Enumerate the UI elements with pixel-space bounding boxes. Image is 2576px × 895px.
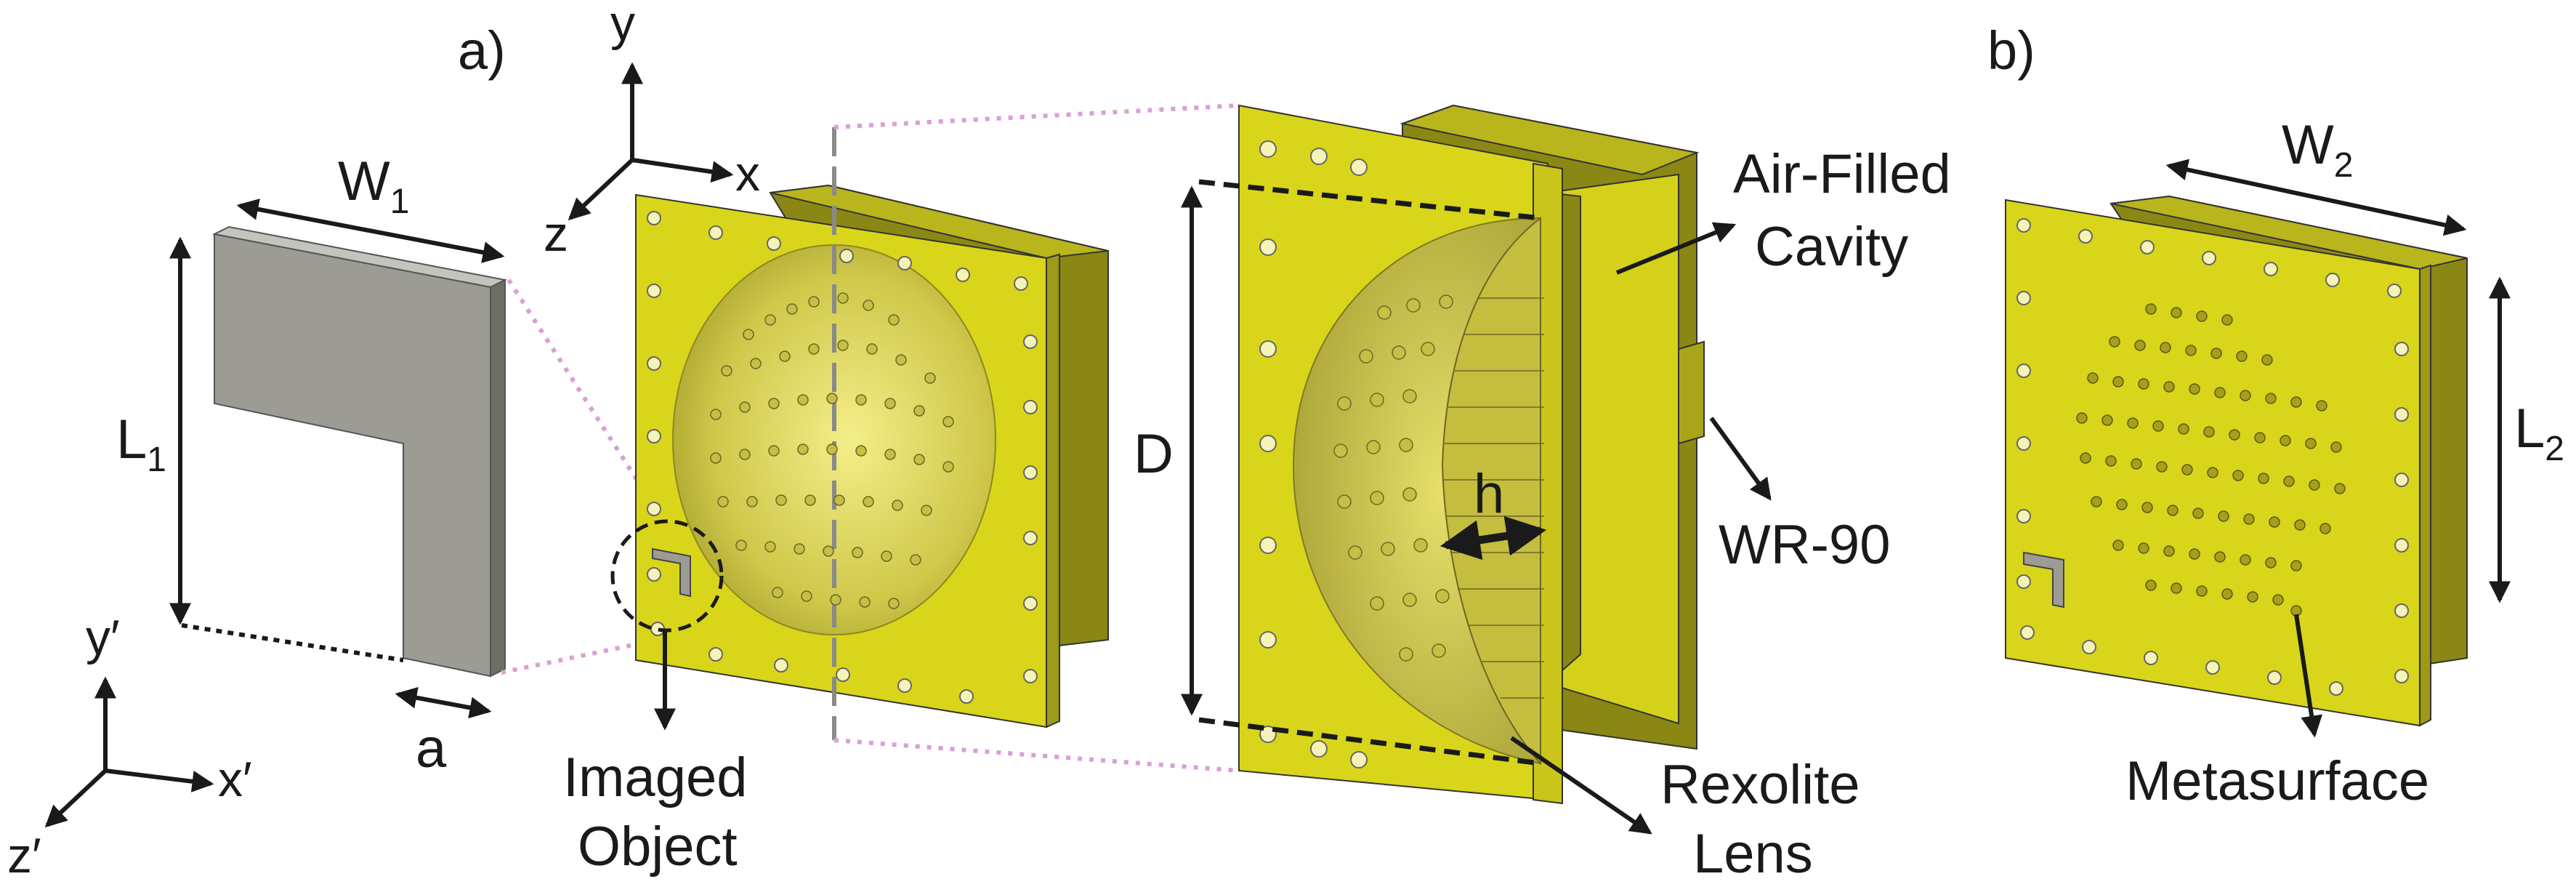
imaged-object-label-1: Imaged	[563, 747, 748, 808]
lens-holes-section	[1333, 294, 1453, 662]
l1-label: L1	[116, 409, 166, 479]
a-dimension-arrow	[395, 686, 492, 719]
waveguide-label: WR-90	[1719, 514, 1890, 576]
w2-label: W2	[2282, 114, 2353, 185]
mounting-holes-section	[1259, 140, 1368, 768]
mounting-holes-a	[647, 211, 1038, 704]
l-shaped-object	[211, 225, 508, 678]
imaged-object-highlight	[610, 519, 724, 633]
section-projection-lines	[833, 103, 1240, 773]
cavity-label-1: Air-Filled	[1733, 143, 1951, 205]
metasurface-label: Metasurface	[2125, 750, 2429, 812]
metasurface-holes	[2076, 303, 2346, 617]
axis-z-prime-label: z′	[7, 828, 41, 883]
axis-z-label: z	[544, 206, 568, 262]
imaged-object-label-2: Object	[578, 816, 738, 878]
w1-dimension-arrow	[236, 198, 505, 263]
object-projection-lines	[501, 278, 667, 675]
lens-holes-a	[710, 292, 954, 609]
l2-label: L2	[2514, 398, 2564, 468]
object-axes	[44, 676, 214, 828]
w1-label: W1	[338, 150, 409, 221]
lens-callout-arrow	[1510, 736, 1652, 835]
cavity-callout-arrow	[1615, 222, 1737, 275]
waveguide-callout-arrow	[1709, 417, 1772, 501]
w2-dimension-arrow	[2165, 158, 2467, 236]
a-label: a	[416, 718, 447, 779]
imaged-object-marker-a	[652, 547, 691, 598]
axis-y-prime-label: y′	[86, 610, 120, 665]
imaged-object-marker-b	[2023, 551, 2064, 609]
h-dimension-arrow	[1440, 515, 1547, 561]
axis-x-label: x	[735, 146, 760, 201]
d-label: D	[1134, 423, 1174, 485]
h-label: h	[1474, 463, 1504, 525]
main-axes	[568, 62, 734, 221]
panel-label-b: b)	[1987, 20, 2035, 81]
l1-extension-line	[181, 623, 404, 662]
antenna-assembly-a	[635, 127, 1109, 740]
lens-label-2: Lens	[1693, 823, 1813, 885]
cavity-label-2: Cavity	[1755, 216, 1908, 278]
metasurface-callout-arrow	[2294, 614, 2323, 738]
lens-label-1: Rexolite	[1660, 754, 1860, 816]
mounting-holes-b	[2016, 218, 2409, 696]
axis-x-prime-label: x′	[218, 752, 252, 807]
panel-label-a: a)	[458, 20, 506, 81]
cross-section-view	[1238, 104, 1705, 805]
axis-y-label: y	[610, 0, 635, 51]
antenna-assembly-b	[2005, 195, 2468, 727]
d-extension-lines	[1198, 179, 1541, 766]
